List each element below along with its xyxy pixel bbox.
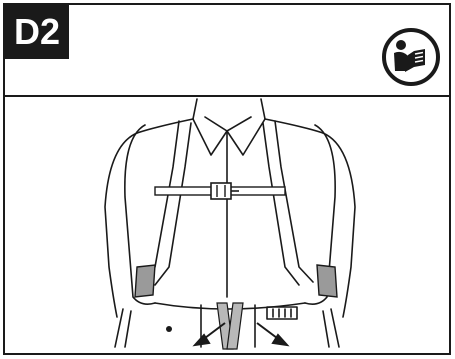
sternum-strap bbox=[155, 183, 285, 199]
left-shoulder-pad bbox=[135, 265, 155, 297]
read-manual-icon bbox=[381, 27, 441, 87]
neck-outline bbox=[193, 99, 265, 119]
waist-line bbox=[155, 303, 305, 309]
left-shoulder-strap bbox=[141, 121, 179, 282]
right-shoulder-pad bbox=[317, 265, 337, 297]
collar-inner bbox=[205, 117, 251, 131]
right-shoulder-strap bbox=[275, 121, 313, 282]
torso-outline bbox=[137, 119, 323, 133]
right-shoulder-strap-edge bbox=[263, 123, 299, 285]
buckle-slots bbox=[273, 309, 291, 317]
pack-zipper-pull bbox=[166, 326, 172, 332]
left-shoulder-strap-edge bbox=[155, 123, 191, 285]
right-strap-tail bbox=[227, 303, 243, 349]
chest-strap-adjustment-illustration bbox=[5, 97, 449, 353]
step-label: D2 bbox=[5, 5, 69, 59]
pull-arrow-right bbox=[257, 323, 287, 345]
panel-header: D2 bbox=[5, 5, 449, 97]
right-compression-strap bbox=[323, 309, 339, 347]
hip-belt-buckle bbox=[267, 307, 297, 319]
instruction-panel: D2 bbox=[3, 3, 451, 355]
sternum-buckle bbox=[211, 183, 231, 199]
collar bbox=[193, 119, 265, 155]
left-compression-strap bbox=[115, 309, 131, 347]
